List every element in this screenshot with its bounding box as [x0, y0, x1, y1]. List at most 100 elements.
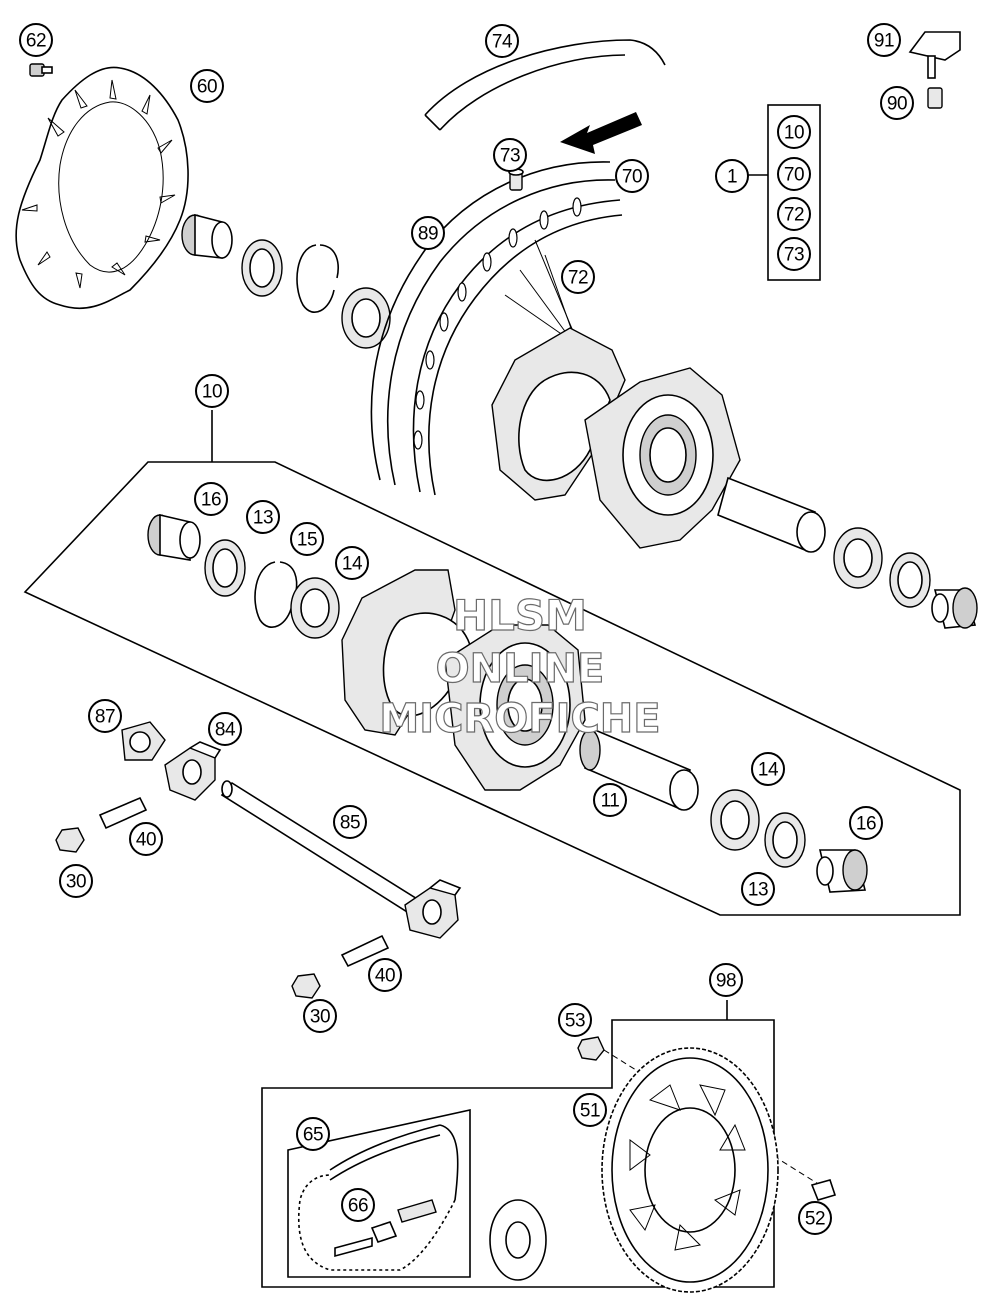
spacer-tube-11	[579, 728, 699, 811]
callout-circle	[296, 1117, 330, 1151]
bearing-14-left	[290, 577, 340, 639]
callout-label: 13	[253, 508, 273, 529]
callout-circle	[880, 86, 914, 120]
callout-circle	[715, 159, 749, 193]
callout-circle	[849, 806, 883, 840]
callout-label: 30	[310, 1007, 330, 1028]
callout-65: 65	[296, 1117, 330, 1151]
callout-72: 72	[561, 260, 595, 294]
callout-label: 87	[95, 707, 115, 728]
callout-98: 98	[709, 963, 743, 997]
callout-89: 89	[411, 216, 445, 250]
callout-circle	[208, 712, 242, 746]
callout-circle	[777, 237, 811, 271]
callout-label: 30	[66, 872, 86, 893]
callout-circle	[411, 216, 445, 250]
callout-label: 85	[340, 813, 360, 834]
sprocket-nut-53	[577, 1036, 605, 1061]
callout-10: 10	[195, 374, 229, 408]
chain-65	[298, 1124, 459, 1271]
hub-upper	[491, 327, 741, 549]
callout-label: 66	[348, 1196, 368, 1217]
valve-cap	[908, 31, 961, 79]
callout-circle	[88, 699, 122, 733]
spacer-16-left	[147, 513, 201, 561]
callout-label: 84	[215, 720, 236, 741]
bearing-upper	[341, 287, 391, 349]
callout-70: 70	[615, 159, 649, 193]
callout-label: 14	[342, 554, 363, 575]
watermark: HLSM ONLINE MICROFICHE	[379, 590, 661, 742]
chain-frame	[287, 1109, 471, 1278]
callout-87: 87	[88, 699, 122, 733]
callout-circle	[777, 115, 811, 149]
callout-circle	[335, 546, 369, 580]
brake-disc	[15, 66, 189, 310]
hub-body	[341, 569, 586, 791]
callout-layer: 6260747370897291901107072731016131514878…	[19, 23, 914, 1235]
nut-30-right	[291, 973, 321, 999]
callout-53: 53	[558, 1003, 592, 1037]
watermark-line3: MICROFICHE	[379, 696, 660, 742]
callout-label: 74	[492, 32, 513, 53]
valve	[508, 168, 524, 191]
spacer-16-right	[816, 849, 868, 893]
callout-label: 1	[727, 167, 737, 188]
chain-adjuster-84	[164, 741, 222, 801]
master-link-66	[370, 1199, 437, 1243]
callout-52: 52	[798, 1201, 832, 1235]
spacer-tube-upper	[717, 476, 826, 553]
callout-circle	[573, 1093, 607, 1127]
callout-30: 30	[59, 864, 93, 898]
callout-circle	[341, 1188, 375, 1222]
callout-label: 72	[568, 268, 588, 289]
callout-circle	[867, 23, 901, 57]
watermark-line2: ONLINE	[436, 646, 605, 692]
sprocket-bolt-52	[810, 1179, 837, 1201]
axle-85	[220, 780, 424, 917]
callout-label: 16	[201, 490, 221, 511]
callout-label: 40	[136, 830, 156, 851]
callout-label: 13	[748, 880, 768, 901]
disc-bolt	[29, 63, 53, 77]
callout-40: 40	[368, 958, 402, 992]
circlip-upper	[296, 244, 339, 313]
callout-70: 70	[777, 157, 811, 191]
rotation-arrow	[560, 112, 642, 154]
callout-label: 70	[784, 165, 804, 186]
callout-label: 16	[856, 814, 876, 835]
callout-label: 10	[202, 382, 222, 403]
callout-circle	[493, 138, 527, 172]
callout-13: 13	[246, 500, 280, 534]
callout-circle	[741, 872, 775, 906]
hub-assembly-frame	[23, 461, 961, 916]
adjust-bolt-40-left	[98, 796, 148, 830]
front-sprocket	[489, 1199, 547, 1281]
tire	[424, 39, 666, 131]
callout-40: 40	[129, 822, 163, 856]
callout-label: 65	[303, 1125, 323, 1146]
callout-circle	[777, 157, 811, 191]
callout-30: 30	[303, 999, 337, 1033]
rear-sprocket-51	[601, 1047, 779, 1293]
valve-nut	[927, 87, 943, 109]
callout-16: 16	[194, 482, 228, 516]
callout-label: 91	[874, 31, 894, 52]
callout-60: 60	[190, 69, 224, 103]
bearing-14-right	[710, 789, 760, 851]
callout-label: 11	[601, 791, 620, 812]
callout-circle	[368, 958, 402, 992]
callout-label: 98	[716, 971, 736, 992]
callout-label: 89	[418, 224, 438, 245]
callout-circle	[303, 999, 337, 1033]
callout-label: 53	[565, 1011, 585, 1032]
callout-13: 13	[741, 872, 775, 906]
callout-circle	[561, 260, 595, 294]
seal-upper	[241, 239, 283, 297]
callout-circle	[190, 69, 224, 103]
callout-90: 90	[880, 86, 914, 120]
watermark-line1: HLSM	[453, 591, 587, 640]
seal-13-left	[204, 539, 246, 597]
callout-62: 62	[19, 23, 53, 57]
callout-circle	[333, 805, 367, 839]
